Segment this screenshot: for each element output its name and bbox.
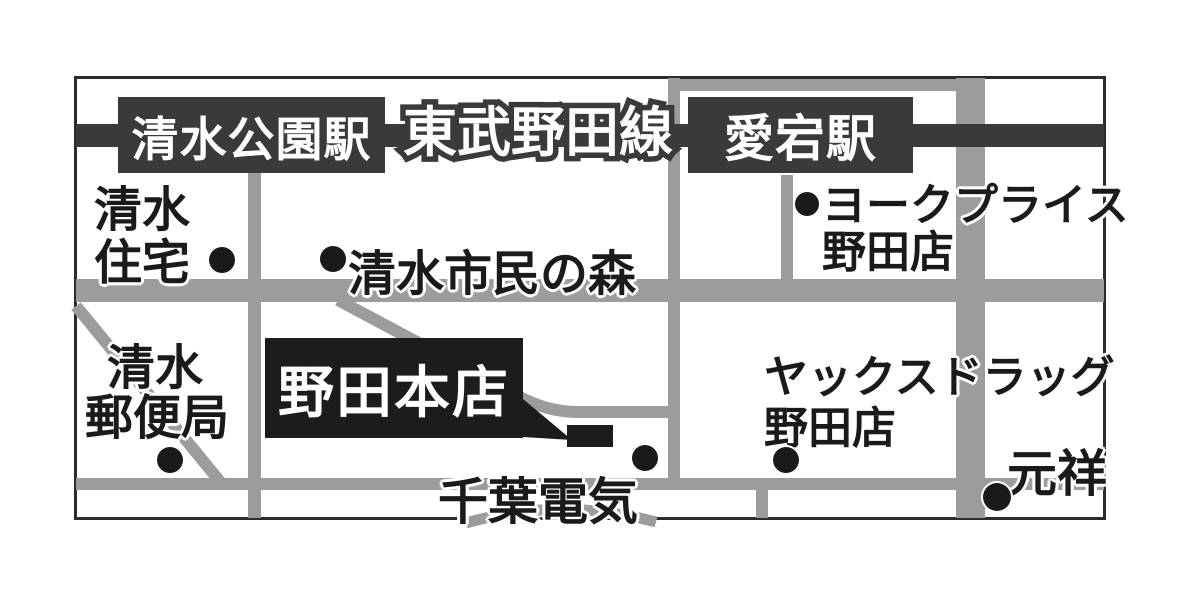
landmark-label-gensho: 元祥 [1007,446,1107,502]
landmark-label-shimizu-jutaku: 清水 住宅 [94,184,190,290]
landmark-label-yacks-drug: ヤックスドラッグ 野田店 [764,352,1115,454]
road-vertical-bottom-stub [756,484,768,518]
landmark-label-shimizu-shimin-no-mori: 清水市民の森 [348,248,637,301]
road-bottom-horizontal [76,478,1104,490]
landmark-dot-shimizu-shimin-no-mori [320,246,346,272]
landmark-label-yacks-drug-line2: 野田店 [764,404,896,453]
road-vertical-right [956,78,985,518]
landmark-dot-chiba-denki [632,445,658,471]
road-vertical-below-atago [781,175,793,285]
road-main-horizontal [76,279,1104,302]
railway-line-name-text: 東武野田線 [403,103,673,163]
landmark-label-shimizu-post-office-line2: 郵便局 [85,392,230,445]
station-box-atago: 愛宕駅 [688,97,913,173]
landmark-dot-shimizu-jutaku [209,247,235,273]
destination-label: 野田本店 [278,360,510,424]
landmark-dot-yacks-drug [773,447,799,473]
road-vertical-left [248,172,261,518]
landmark-dot-gensho [983,483,1011,511]
railway-line-name: 東武野田線 東武野田線 [398,98,679,169]
landmark-label-shimizu-jutaku-line2: 住宅 [94,237,191,290]
landmark-label-yacks-drug-line1: ヤックスドラッグ [764,353,1115,402]
landmark-dot-york-price [795,192,819,216]
landmark-label-york-price-line1: ヨークプライス [822,181,1129,230]
landmark-label-shimizu-post-office-line1: 清水 [106,342,203,395]
landmark-dot-shimizu-post-office [157,447,183,473]
landmark-label-shimizu-post-office: 清水 郵便局 [85,342,230,445]
destination-box: 野田本店 [265,338,523,438]
landmark-label-york-price-line2: 野田店 [822,228,954,277]
station-box-shimizu-koen: 清水公園駅 [118,97,385,173]
landmark-label-chiba-denki: 千葉電気 [438,474,638,530]
station-label-shimizu-koen: 清水公園駅 [131,112,372,166]
landmark-label-york-price: ヨークプライス 野田店 [822,182,1129,276]
road-top-right-horizontal [668,79,985,91]
landmark-label-shimizu-jutaku-line1: 清水 [94,184,191,237]
station-label-atago: 愛宕駅 [724,111,877,167]
railway-line-name-outline: 東武野田線 [398,98,679,169]
